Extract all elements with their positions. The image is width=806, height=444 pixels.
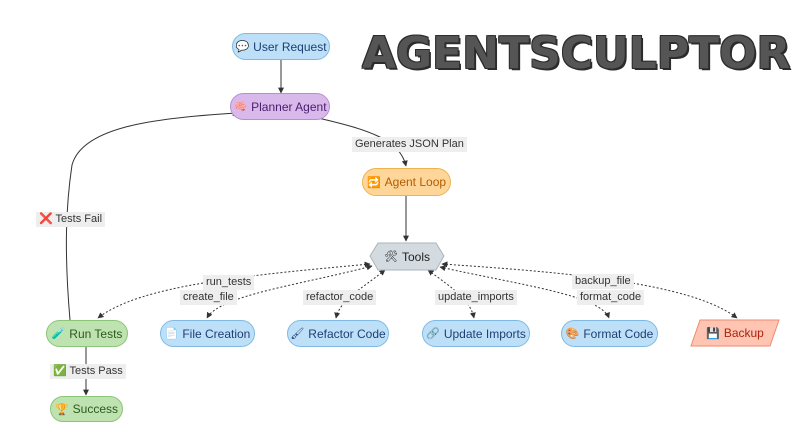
node-user-request[interactable]: 💬 User Request [232,33,330,60]
node-format-code[interactable]: 🎨 Format Code [561,320,658,347]
document-icon: 📄 [164,327,179,340]
edge-tools-backup [441,261,738,319]
node-run-tests[interactable]: 🧪 Run Tests [46,320,128,347]
node-update-imports[interactable]: 🔗 Update Imports [422,320,530,347]
edge-label-tests-fail: ❌ Tests Fail [36,212,106,227]
edge-runtests-to-planner [65,110,239,321]
node-planner-agent[interactable]: 🧠 Planner Agent [230,93,330,120]
node-tools[interactable]: 🛠 Tools [370,243,444,270]
floppy-disk-icon: 💾 [706,326,720,340]
brain-icon: 🧠 [233,100,248,113]
node-label: Tools [401,249,430,264]
edge-label-backup-file: backup_file [572,274,634,289]
test-tube-icon: 🧪 [51,327,66,340]
edge-label-create-file: create_file [180,290,237,305]
edge-planner-to-loop [317,117,408,167]
edge-label-format-code: format_code [577,290,645,305]
node-agent-loop[interactable]: 🔁 Agent Loop [362,168,451,196]
node-success[interactable]: 🏆 Success [50,396,123,422]
speech-bubble-icon: 💬 [235,40,250,53]
node-label: Refactor Code [308,326,386,341]
page-title: AGENTSCULPTOR [362,28,791,79]
node-label: Planner Agent [251,99,327,114]
tools-icon: 🛠 [384,250,398,263]
backup-node-shape [690,319,780,347]
brush-icon: 🖌 [290,327,305,340]
node-label: Agent Loop [384,175,447,189]
edge-tools-filecreation [206,264,373,319]
loop-icon: 🔁 [366,175,381,189]
node-backup[interactable]: 💾 Backup [694,320,776,346]
edge-label-refactor-code: refactor_code [303,290,377,305]
node-label: Update Imports [443,326,526,341]
node-file-creation[interactable]: 📄 File Creation [160,320,255,347]
node-label: Backup [723,326,764,340]
node-label: Run Tests [69,326,123,341]
trophy-icon: 🏆 [54,402,69,416]
node-label: User Request [253,39,327,54]
edge-label-tests-pass: ✅ Tests Pass [50,364,126,379]
tools-node-shape [369,242,445,271]
edge-label-run-tests: run_tests [203,275,255,290]
palette-icon: 🎨 [565,327,580,340]
node-label: Format Code [583,326,654,341]
edge-label-update-imports: update_imports [435,290,517,305]
link-icon: 🔗 [426,327,440,340]
node-label: Success [72,402,119,416]
node-label: File Creation [182,326,251,341]
node-refactor-code[interactable]: 🖌 Refactor Code [287,320,389,347]
edge-label-generates-json-plan: Generates JSON Plan [352,137,467,152]
